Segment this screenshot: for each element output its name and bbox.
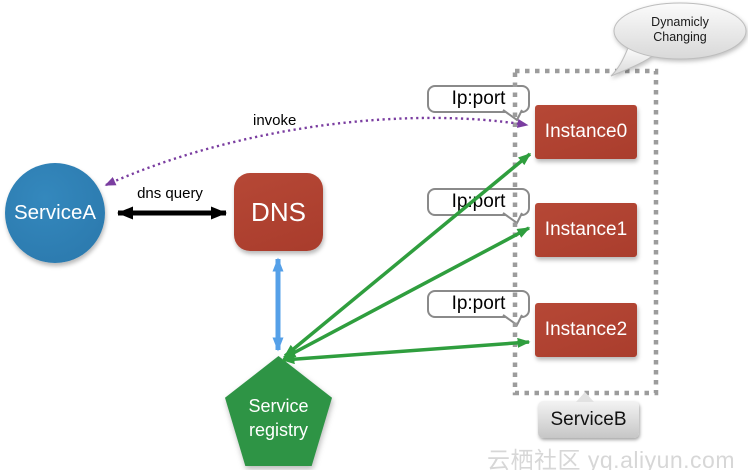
dynamic-changing-text: Dynamicly Changing <box>617 15 743 45</box>
registry-label-line1: Service <box>248 396 309 416</box>
callout-ip-port-instance1: Ip:port <box>427 188 530 225</box>
edge-label-dns-query: dns query <box>137 185 203 202</box>
node-dns-label: DNS <box>251 196 306 227</box>
edge-label-invoke: invoke <box>253 112 297 129</box>
ip-port-label: Ip:port <box>451 88 506 109</box>
service-b-text: ServiceB <box>550 408 627 430</box>
instance2-label: Instance2 <box>544 319 628 340</box>
service-b-tail <box>576 392 594 402</box>
node-instance1: Instance1 <box>535 203 637 257</box>
dynamic-changing-bubble: Dynamicly Changing <box>603 0 748 84</box>
callout-ip-port-instance2: Ip:port <box>427 290 530 327</box>
node-dns: DNS <box>234 173 323 251</box>
callout-tail <box>502 109 523 122</box>
node-instance0: Instance0 <box>535 105 637 159</box>
node-service-registry: Service registry <box>225 356 332 466</box>
ip-port-label: Ip:port <box>451 191 506 212</box>
service-registry-pentagon-shape: Service registry <box>225 356 332 466</box>
arrow-invoke <box>104 116 529 187</box>
instance1-label: Instance1 <box>544 219 628 240</box>
instance0-label: Instance0 <box>544 121 628 142</box>
dynamic-line2: Changing <box>653 29 707 44</box>
node-service-a: ServiceA <box>5 163 105 263</box>
ip-port-label: Ip:port <box>451 293 506 314</box>
callout-tail <box>502 314 523 327</box>
label-service-b: ServiceB <box>538 392 639 438</box>
callout-ip-port-instance0: Ip:port <box>427 85 530 122</box>
callout-tail <box>502 212 523 225</box>
node-service-a-label: ServiceA <box>13 201 97 224</box>
watermark: 云栖社区 yq.aliyun.com <box>487 447 736 470</box>
node-instance2: Instance2 <box>535 303 637 357</box>
registry-label-line2: registry <box>248 420 308 441</box>
dynamic-line1: Dynamicly <box>651 15 709 29</box>
